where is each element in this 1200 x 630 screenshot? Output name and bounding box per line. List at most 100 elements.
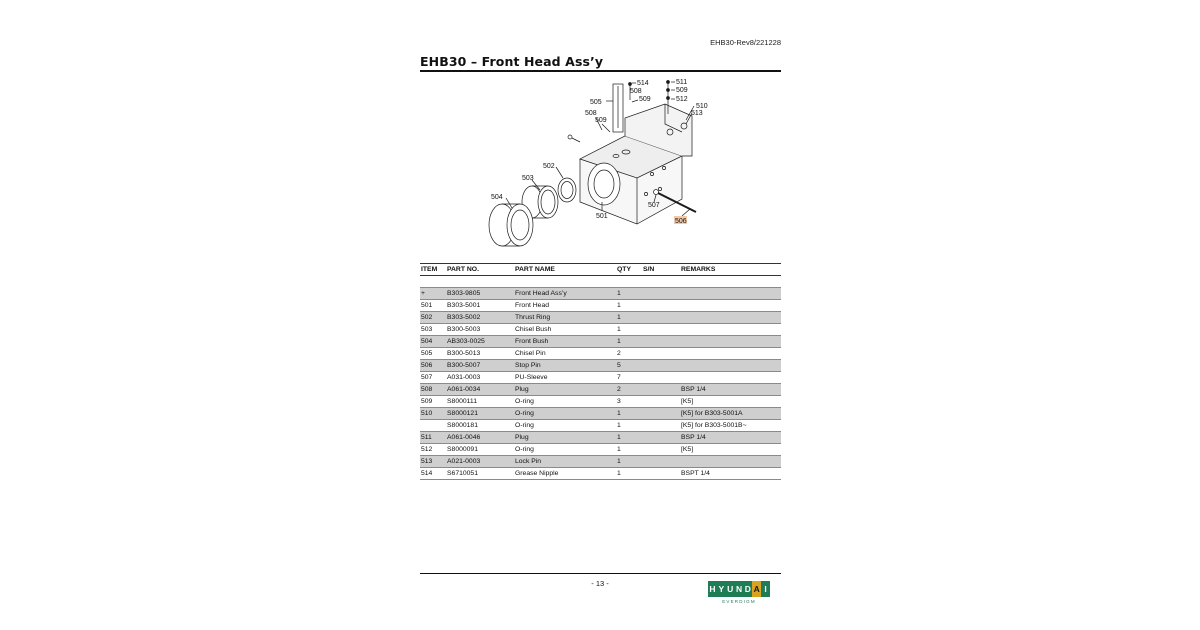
cell-item: 513 (420, 455, 446, 468)
cell-remarks: BSP 1/4 (680, 383, 781, 396)
cell-name: O-ring (514, 407, 616, 420)
cell-qty: 7 (616, 371, 642, 384)
cell-name: PU-Sleeve (514, 371, 616, 384)
cell-remarks (680, 299, 781, 312)
title-divider (420, 70, 781, 72)
cell-part-no: S6710051 (446, 467, 514, 480)
callout-508b: 508 (585, 110, 597, 117)
cell-sn (642, 287, 680, 300)
cell-part-no: S8000111 (446, 395, 514, 408)
callout-507: 507 (648, 202, 660, 209)
cell-item: 501 (420, 299, 446, 312)
cell-part-no: B303-9805 (446, 287, 514, 300)
cell-part-no: S8000091 (446, 443, 514, 456)
cell-part-no: S8000121 (446, 407, 514, 420)
cell-remarks: [K5] (680, 395, 781, 408)
stop-pin (655, 191, 697, 213)
cell-qty: 1 (616, 299, 642, 312)
cell-item: 514 (420, 467, 446, 480)
cell-name: Front Bush (514, 335, 616, 348)
callout-511: 511 (676, 79, 687, 86)
cell-item: 502 (420, 311, 446, 324)
cell-sn (642, 383, 680, 396)
cell-part-no: A031-0003 (446, 371, 514, 384)
cell-qty: 1 (616, 431, 642, 444)
cell-part-no: B300-5003 (446, 323, 514, 336)
cell-sn (642, 395, 680, 408)
callout-512: 512 (676, 96, 688, 103)
cell-item: 507 (420, 371, 446, 384)
col-remarks: REMARKS (680, 263, 781, 276)
cell-remarks (680, 371, 781, 384)
cell-part-no: A061-0046 (446, 431, 514, 444)
col-item: ITEM (420, 263, 446, 276)
cell-qty: 2 (616, 383, 642, 396)
document-code: EHB30-Rev8/221228 (710, 38, 781, 47)
cell-item: 508 (420, 383, 446, 396)
cell-sn (642, 443, 680, 456)
cell-remarks: BSPT 1/4 (680, 467, 781, 480)
cell-item: + (420, 287, 446, 300)
highlight-506 (674, 216, 687, 224)
callout-510: 510 (696, 103, 708, 110)
parts-table: ITEM PART NO. PART NAME QTY S/N REMARKS … (420, 263, 781, 480)
cell-part-no: B300-5007 (446, 359, 514, 372)
col-part-no: PART NO. (446, 263, 514, 276)
cell-sn (642, 371, 680, 384)
cell-qty: 1 (616, 467, 642, 480)
cell-part-no: B303-5001 (446, 299, 514, 312)
cell-part-no: AB303-0025 (446, 335, 514, 348)
cell-item: 510 (420, 407, 446, 420)
table-header-row: ITEM PART NO. PART NAME QTY S/N REMARKS (420, 263, 781, 276)
front-bush (502, 203, 520, 247)
cell-item: 511 (420, 431, 446, 444)
callout-513: 513 (691, 110, 703, 117)
cell-qty: 3 (616, 395, 642, 408)
callout-509b: 509 (639, 96, 651, 103)
exploded-parts-diagram: 514 511 509 512 510 513 508 509 505 508 … (488, 79, 708, 247)
col-part-name: PART NAME (514, 263, 616, 276)
cell-part-no: A061-0034 (446, 383, 514, 396)
col-sn: S/N (642, 263, 680, 276)
table-spacer-row (420, 275, 781, 288)
cell-remarks (680, 347, 781, 360)
callout-505: 505 (590, 99, 602, 106)
cell-part-no: B300-5013 (446, 347, 514, 360)
col-qty: QTY (616, 263, 642, 276)
cell-qty: 1 (616, 443, 642, 456)
cell-item: 505 (420, 347, 446, 360)
page-number: - 13 - (591, 579, 609, 588)
cell-item: 504 (420, 335, 446, 348)
cell-qty: 1 (616, 323, 642, 336)
callout-501: 501 (596, 213, 608, 220)
cell-sn (642, 311, 680, 324)
callout-504: 504 (491, 194, 503, 201)
cell-remarks: BSP 1/4 (680, 431, 781, 444)
cell-remarks (680, 335, 781, 348)
cell-sn (642, 419, 680, 432)
cell-name: Stop Pin (514, 359, 616, 372)
cell-remarks (680, 323, 781, 336)
cell-qty: 2 (616, 347, 642, 360)
front-head-bore (587, 162, 621, 206)
cell-name: Front Head Ass’y (514, 287, 616, 300)
cell-name: O-ring (514, 395, 616, 408)
cell-name: Thrust Ring (514, 311, 616, 324)
cell-part-no: A021-0003 (446, 455, 514, 468)
callout-labels: 514 511 509 512 510 513 508 509 505 508 … (491, 79, 708, 225)
callout-502: 502 (543, 163, 555, 170)
cell-name: O-ring (514, 443, 616, 456)
hyundai-everdigm-logo: H Y U N D A I EVERDIGM (708, 581, 771, 607)
callout-509a: 509 (676, 87, 688, 94)
cell-name: Grease Nipple (514, 467, 616, 480)
